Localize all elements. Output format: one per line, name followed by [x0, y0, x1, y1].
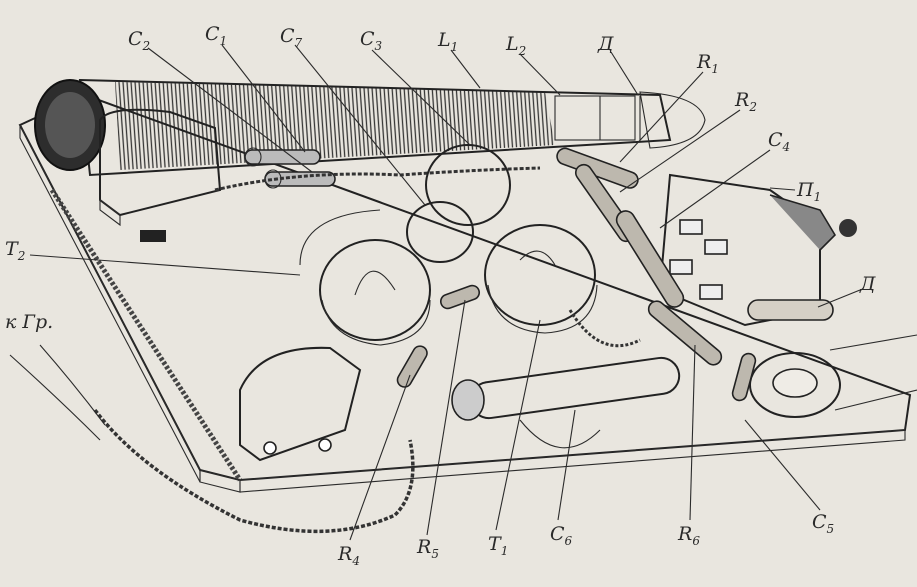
label-to-ground: к Гр. — [5, 311, 53, 333]
component-labels: C2 C1 C7 C3 L1 L2 Д R1 R2 C4 П1 Д T2 к Г… — [5, 23, 876, 568]
coil-tube — [34, 78, 706, 177]
label-r2: R2 — [734, 89, 757, 114]
label-r4: R4 — [337, 543, 360, 568]
label-r5: R5 — [416, 536, 439, 561]
label-p1: П1 — [796, 179, 821, 204]
label-c5: C5 — [812, 511, 834, 536]
resistor-r6 — [647, 300, 723, 366]
variable-capacitor-c7 — [406, 201, 474, 263]
label-t1: T1 — [488, 533, 508, 558]
label-diode-top: Д — [597, 33, 614, 55]
ground-wire-2 — [39, 344, 106, 426]
capacitor-c5 — [731, 352, 757, 402]
toroid-choke — [749, 352, 841, 418]
label-c2: C2 — [128, 28, 150, 53]
transformer-t1 — [484, 224, 598, 334]
label-c6: C6 — [550, 523, 573, 548]
wire-a — [299, 209, 381, 266]
variable-capacitor-c3 — [425, 144, 511, 226]
label-l2: L2 — [505, 33, 526, 58]
resistor-r5 — [439, 284, 481, 310]
left-coil-bracket — [99, 108, 222, 227]
leader-lines — [29, 44, 917, 541]
label-r6: R6 — [677, 523, 700, 548]
capacitor-c4 — [615, 210, 685, 308]
twisted-wire-top — [214, 166, 541, 192]
board-slot — [140, 230, 166, 242]
label-l1: L1 — [437, 29, 458, 54]
diode-right — [747, 299, 834, 321]
label-diode-right: Д — [859, 273, 876, 295]
wire-b — [519, 419, 601, 449]
capacitor-c6 — [451, 356, 681, 421]
label-t2: T2 — [5, 238, 25, 263]
label-c1: C1 — [205, 23, 227, 48]
twisted-wire-mid — [568, 309, 641, 348]
label-c7: C7 — [280, 25, 303, 50]
lower-bracket — [239, 346, 362, 462]
antenna-cable — [93, 408, 415, 534]
ground-wire-1 — [9, 354, 101, 441]
resistor-r4 — [396, 345, 428, 388]
transformer-t2 — [319, 239, 431, 346]
label-r1: R1 — [696, 51, 719, 76]
capacitor-c1 — [244, 147, 321, 167]
label-c3: C3 — [360, 28, 383, 53]
label-c4: C4 — [768, 129, 790, 154]
